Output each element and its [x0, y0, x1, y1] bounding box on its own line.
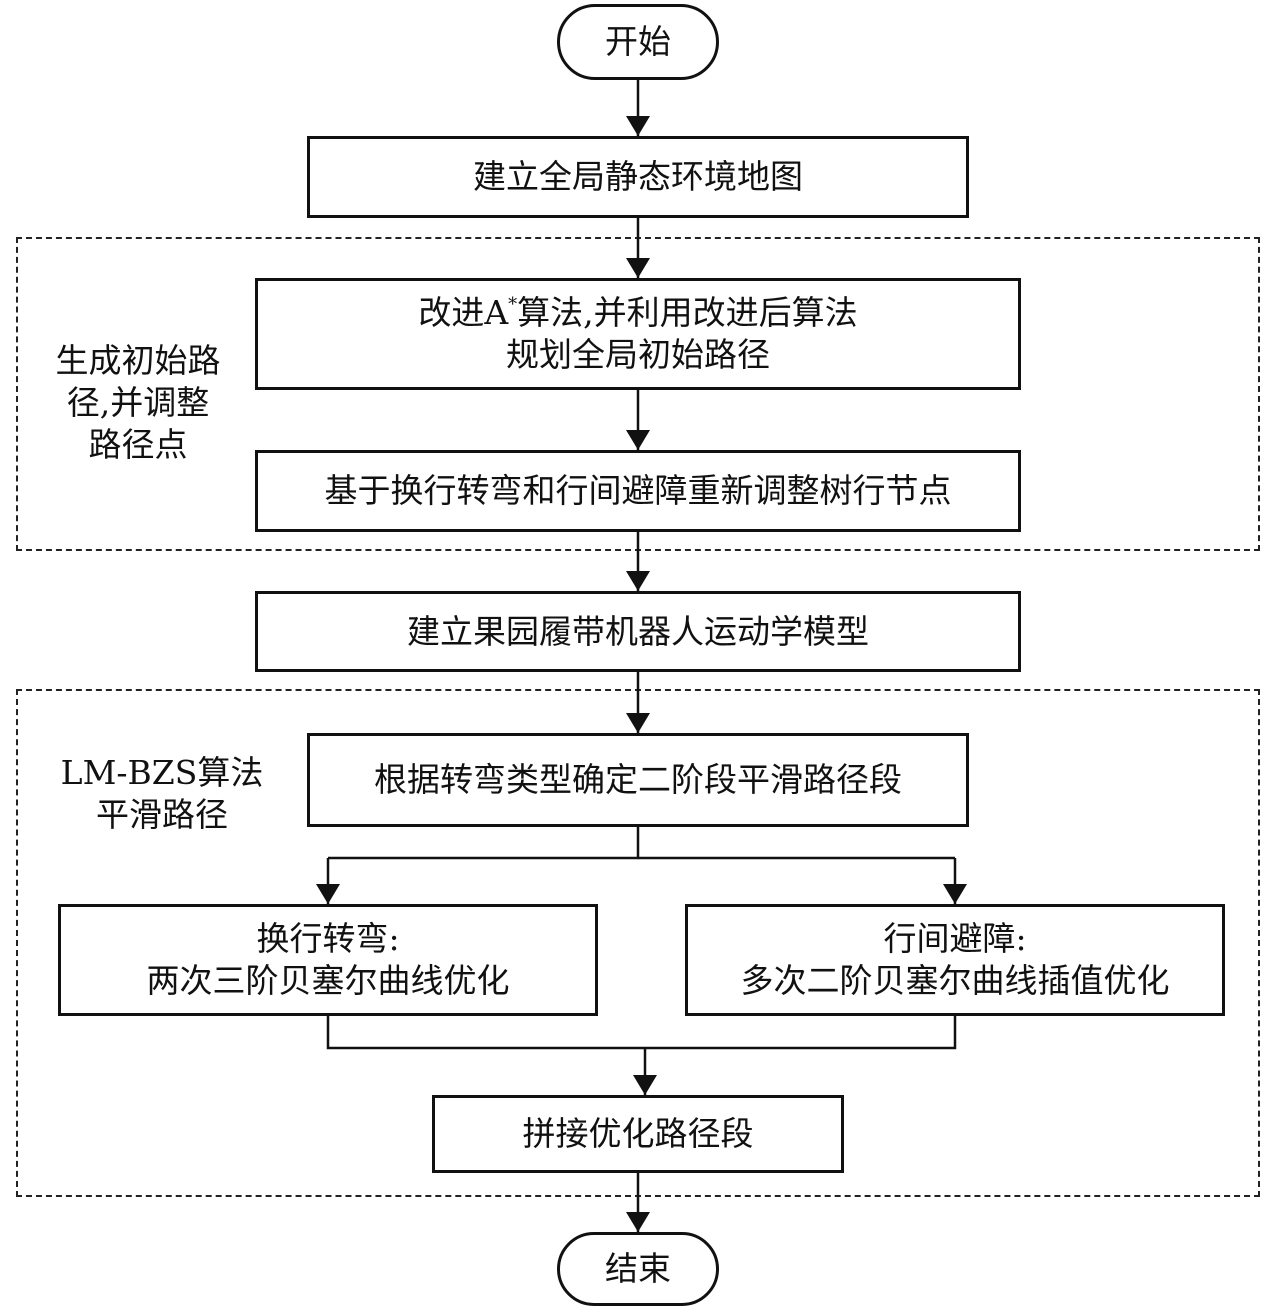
- improve-astar-line1: 改进A*算法,并利用改进后算法: [418, 292, 857, 334]
- group-smoothing-line2: 平滑路径: [96, 795, 228, 834]
- avoid-branch-line1: 行间避障:: [883, 919, 1027, 958]
- kinematic-model-step: 建立果园履带机器人运动学模型: [255, 591, 1021, 672]
- improve-astar-step: 改进A*算法,并利用改进后算法 规划全局初始路径: [255, 278, 1021, 390]
- build-map-label: 建立全局静态环境地图: [473, 157, 803, 196]
- avoid-branch-step: 行间避障: 多次二阶贝塞尔曲线插值优化: [685, 904, 1225, 1016]
- turn-branch-line1: 换行转弯:: [256, 919, 400, 958]
- improve-astar-line1-pre: 改进A: [418, 293, 509, 332]
- turn-branch-step: 换行转弯: 两次三阶贝塞尔曲线优化: [58, 904, 598, 1016]
- split-connector: [328, 826, 640, 860]
- group-initial-path-line1: 生成初始路: [55, 341, 221, 380]
- group-initial-path-label: 生成初始路 径,并调整 路径点: [38, 340, 238, 466]
- kinematic-model-label: 建立果园履带机器人运动学模型: [407, 611, 869, 651]
- group-initial-path-line3: 路径点: [88, 425, 188, 464]
- end-terminal: 结束: [557, 1232, 719, 1306]
- group-smoothing-label: LM-BZS算法 平滑路径: [52, 752, 272, 836]
- start-terminal: 开始: [557, 4, 719, 80]
- build-map-step: 建立全局静态环境地图: [307, 136, 969, 218]
- avoid-branch-line2: 多次二阶贝塞尔曲线插值优化: [740, 961, 1170, 1000]
- adjust-nodes-step: 基于换行转弯和行间避障重新调整树行节点: [255, 450, 1021, 532]
- merge-connector: [326, 1015, 957, 1050]
- improve-astar-line1-post: 算法,并利用改进后算法: [517, 293, 858, 332]
- determine-segments-step: 根据转弯类型确定二阶段平滑路径段: [307, 733, 969, 827]
- determine-segments-label: 根据转弯类型确定二阶段平滑路径段: [374, 760, 902, 799]
- astar-superscript: *: [508, 294, 518, 315]
- improve-astar-line2: 规划全局初始路径: [506, 335, 770, 374]
- splice-step: 拼接优化路径段: [432, 1095, 844, 1173]
- group-initial-path-line2: 径,并调整: [66, 383, 210, 422]
- turn-branch-line2: 两次三阶贝塞尔曲线优化: [146, 961, 510, 1000]
- start-label: 开始: [605, 22, 671, 61]
- splice-label: 拼接优化路径段: [522, 1114, 754, 1153]
- end-label: 结束: [605, 1249, 671, 1288]
- adjust-nodes-label: 基于换行转弯和行间避障重新调整树行节点: [324, 471, 952, 510]
- group-smoothing-line1: LM-BZS算法: [60, 753, 264, 792]
